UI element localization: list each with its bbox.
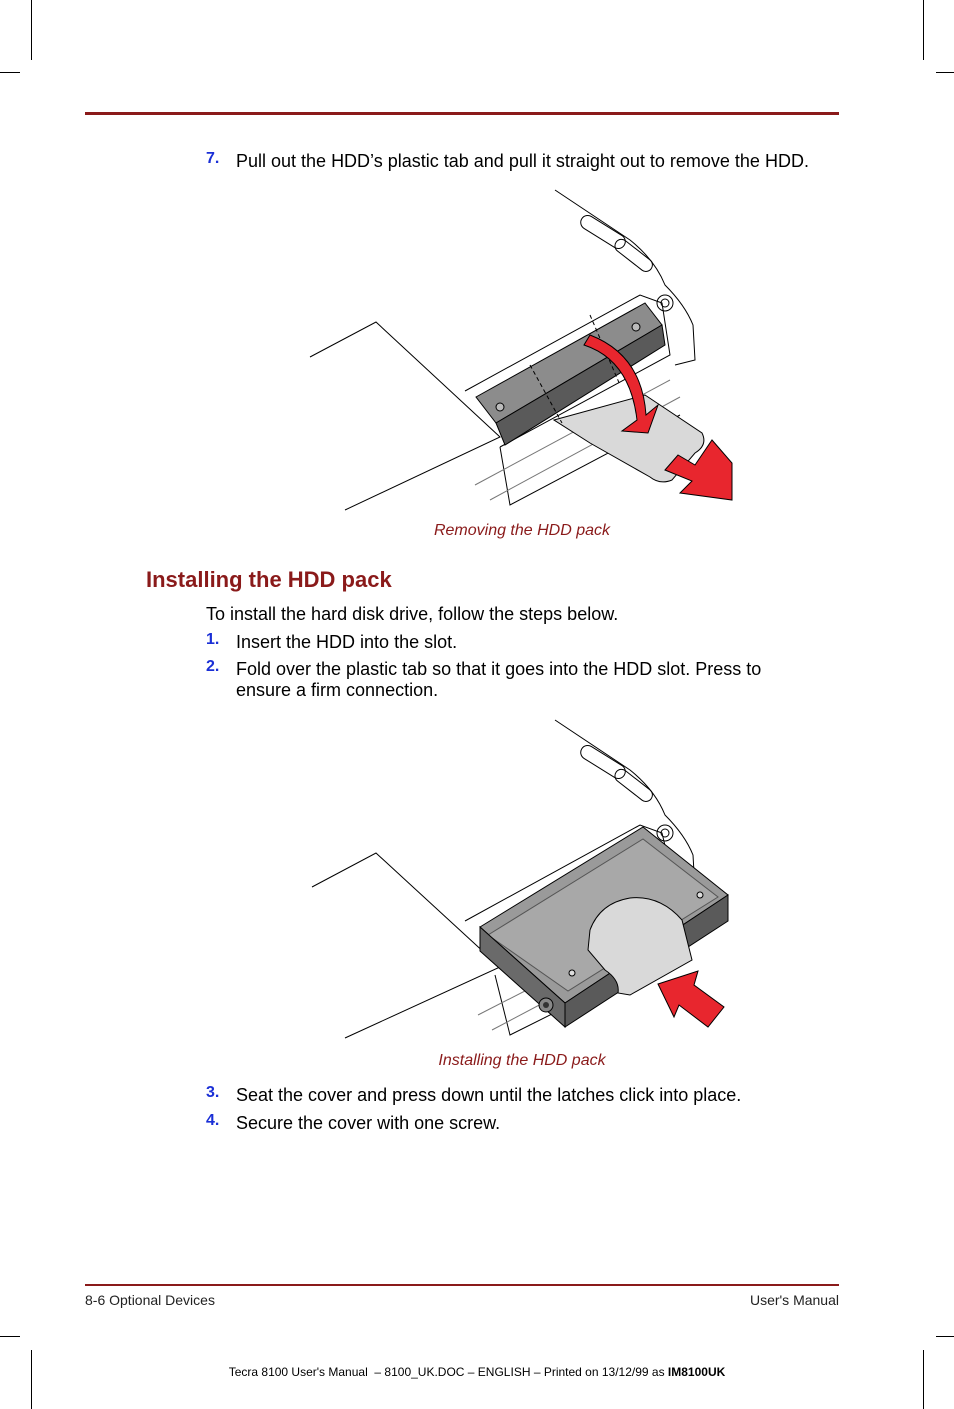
installing-hdd-illustration — [311, 719, 729, 1039]
step-text: Pull out the HDD’s plastic tab and pull … — [236, 151, 809, 171]
removing-hdd-illustration — [309, 189, 733, 511]
figure-caption: Removing the HDD pack — [433, 522, 611, 539]
step-text: Secure the cover with one screw. — [236, 1113, 501, 1133]
document-code: IM8100UK — [667, 1365, 726, 1379]
step-number: 2. — [206, 658, 220, 675]
curved-arrow — [583, 334, 660, 434]
header-rule — [85, 112, 839, 115]
step-number: 3. — [206, 1084, 220, 1101]
footer-right: User's Manual — [749, 1292, 839, 1308]
section-heading: Installing the HDD pack — [146, 567, 392, 592]
pull-arrow — [664, 439, 733, 501]
print-line-text: Tecra 8100 User's Manual – 8100_UK.DOC –… — [228, 1365, 668, 1379]
crop-mark — [31, 0, 32, 60]
footer-left: 8-6 Optional Devices — [85, 1292, 215, 1308]
step-number: 1. — [206, 631, 220, 648]
step-text: Seat the cover and press down until the … — [236, 1085, 742, 1105]
crop-mark — [936, 72, 954, 73]
step-number: 4. — [206, 1112, 220, 1129]
footer-rule — [85, 1284, 839, 1286]
figure-caption: Installing the HDD pack — [438, 1052, 606, 1069]
crop-mark — [923, 0, 924, 60]
crop-mark — [923, 1350, 924, 1409]
crop-mark — [0, 72, 20, 73]
crop-mark — [31, 1350, 32, 1409]
speaker-grille — [580, 744, 653, 802]
plastic-tab — [587, 897, 693, 996]
hdd-drive — [475, 302, 666, 446]
crop-mark — [936, 1336, 954, 1337]
step-text: Insert the HDD into the slot. — [236, 632, 458, 652]
speaker-grille — [580, 214, 653, 272]
print-line: Tecra 8100 User's Manual – 8100_UK.DOC –… — [0, 1365, 954, 1379]
crop-mark — [0, 1336, 20, 1337]
intro-text: To install the hard disk drive, follow t… — [206, 604, 619, 624]
step-number: 7. — [206, 150, 220, 167]
push-arrow — [657, 970, 725, 1028]
step-text: Fold over the plastic tab so that it goe… — [236, 659, 762, 700]
